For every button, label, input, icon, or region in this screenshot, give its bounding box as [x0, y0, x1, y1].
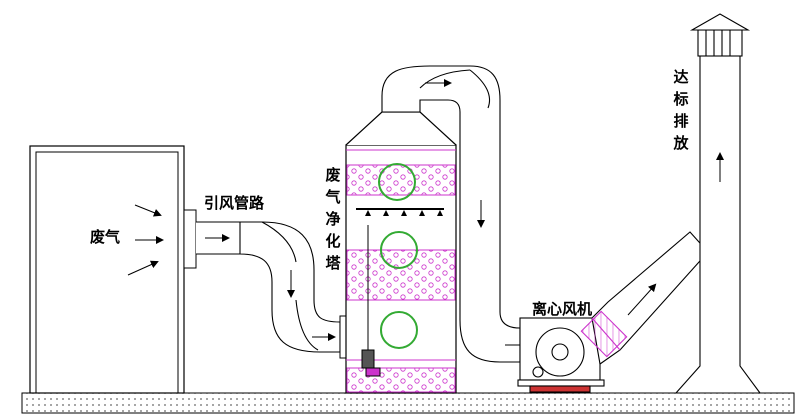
centrifugal-fan-label: 离心风机	[532, 300, 593, 318]
exhaust-duct	[381, 65, 521, 363]
duct-arrows	[205, 234, 336, 341]
compliant-discharge-label: 达标排放	[673, 68, 689, 152]
fan-outlet-duct	[580, 231, 709, 365]
inspection-windows	[378, 163, 418, 349]
intake-arrows	[127, 204, 164, 276]
intake-hood	[183, 209, 241, 269]
induced-duct-label: 引风管路	[204, 194, 265, 212]
waste-gas-label: 废气	[90, 228, 121, 246]
ground-slab	[21, 392, 795, 414]
waste-gas-source-chamber	[29, 145, 185, 394]
scrubber-tower-body	[345, 99, 457, 394]
circulation-pump	[361, 225, 381, 377]
spray-nozzles	[356, 208, 444, 216]
inlet-flange	[339, 315, 347, 359]
exhaust-stack	[674, 13, 762, 394]
scrubber-tower-label: 废气净化塔	[325, 166, 341, 272]
packing-layers	[346, 149, 456, 393]
fan-outlet-arrow	[627, 283, 657, 316]
